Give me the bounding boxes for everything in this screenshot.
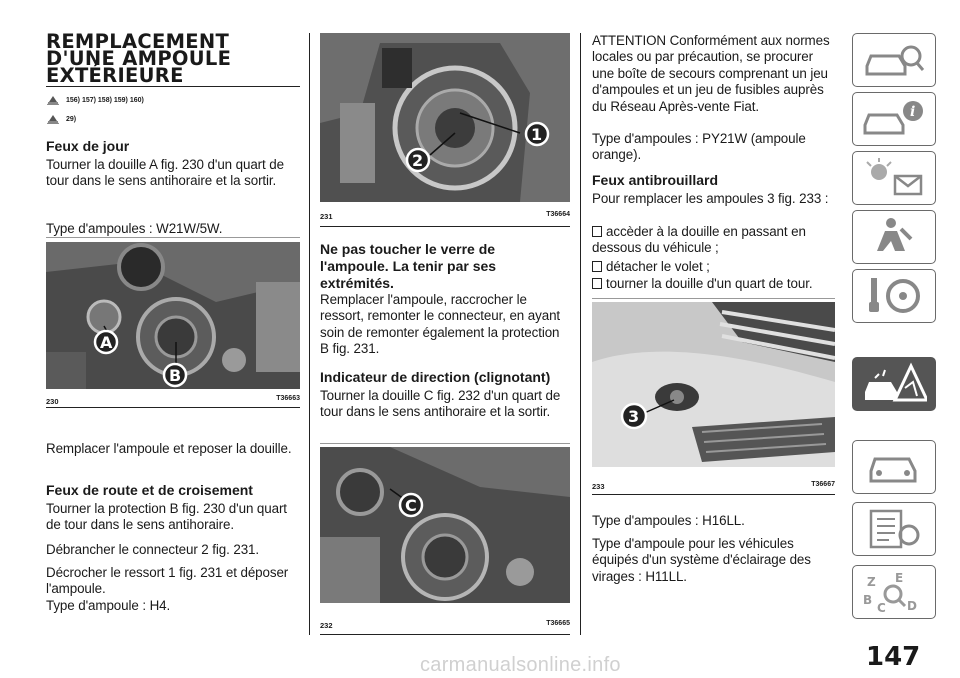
tab-starting-driving[interactable] (852, 269, 936, 323)
para-feux-de-jour: Tourner la douille A fig. 230 d'un quart… (46, 157, 284, 189)
fig230-bottom-rule (46, 407, 300, 408)
tab-warning-lights[interactable] (852, 151, 936, 205)
svg-text:i: i (910, 104, 915, 120)
para-clignotant: Tourner la douille C fig. 232 d'un quart… (320, 388, 561, 420)
heading-clignotant: Indicateur de direction (clignotant) (320, 369, 551, 385)
para-h11: Type d'ampoule pour les véhicules équipé… (592, 536, 811, 584)
svg-text:D: D (907, 599, 917, 613)
technical-data-icon (869, 509, 920, 549)
tab-index[interactable]: Z E B C D (852, 565, 936, 619)
fig233-label-3: 3 (628, 407, 639, 426)
warning-refs: 29) (46, 113, 76, 125)
tab-maintenance[interactable] (852, 440, 936, 494)
para-route-3: Décrocher le ressort 1 fig. 231 et dépos… (46, 565, 289, 597)
title-line-1: REMPLACEMENT (46, 30, 230, 53)
fig232-bottom-rule (320, 634, 570, 635)
fig233-bottom-rule (592, 494, 835, 495)
checkbox-bullet-icon (592, 261, 602, 272)
seat-airbag-icon (877, 218, 913, 251)
para-h16: Type d'ampoules : H16LL. (592, 513, 745, 528)
svg-text:Z: Z (867, 575, 876, 589)
notes-refs: 156) 157) 158) 159) 160) (46, 94, 144, 106)
para-antibrouillard: Pour remplacer les ampoules 3 fig. 233 : (592, 191, 829, 206)
fig231-ref: T36664 (546, 211, 570, 218)
tab-vehicle-knowledge[interactable] (852, 33, 936, 87)
checkbox-bullet-icon (592, 278, 602, 289)
car-info-icon: i (863, 101, 923, 135)
svg-text:E: E (895, 571, 903, 585)
notes-refs-text: 156) 157) 158) 159) 160) (66, 96, 144, 104)
para-attention: ATTENTION Conformément aux normes locale… (592, 33, 830, 114)
fig230-ref: T36663 (276, 395, 300, 402)
para-replace: Remplacer l'ampoule et reposer la douill… (46, 441, 292, 456)
column-divider-2 (580, 33, 581, 635)
fig230-top-rule (46, 237, 300, 238)
page-number: 147 (866, 642, 921, 672)
column-divider-1 (309, 33, 310, 635)
notes-icon (47, 96, 59, 105)
figure-232-image: C (320, 447, 570, 603)
fig231-bottom-rule (320, 226, 570, 227)
title-line-3: EXTÉRIEURE (46, 64, 184, 87)
fig231-number: 231 (320, 212, 333, 221)
section-title: REMPLACEMENT D'UNE AMPOULE EXTÉRIEURE (46, 30, 300, 87)
step-3-text: tourner la douille d'un quart de tour. (606, 276, 813, 291)
tab-in-emergency[interactable] (852, 357, 936, 411)
svg-text:C: C (877, 601, 886, 614)
fig232-top-rule (320, 443, 570, 444)
warning-refs-text: 29) (66, 115, 77, 123)
step-2: détacher le volet ; (592, 259, 835, 275)
fig230-label-b: B (169, 366, 181, 385)
fig233-number: 233 (592, 482, 605, 491)
fig232-number: 232 (320, 621, 333, 630)
step-3: tourner la douille d'un quart de tour. (592, 276, 835, 292)
heading-feux-de-route: Feux de route et de croisement (46, 482, 253, 498)
fig231-label-1: 1 (531, 125, 542, 144)
warning-icon (47, 115, 59, 124)
checkbox-bullet-icon (592, 226, 602, 237)
fig232-ref: T36665 (546, 620, 570, 627)
step-1: accèder à la douille en passant en desso… (592, 224, 835, 257)
svg-text:B: B (863, 593, 872, 607)
figure-231-image: 1 2 (320, 33, 570, 202)
figure-230-image: A B (46, 242, 300, 389)
tab-technical-data[interactable] (852, 502, 936, 556)
para-route-2: Débrancher le connecteur 2 fig. 231. (46, 542, 260, 557)
tab-safety[interactable] (852, 210, 936, 264)
fig233-top-rule (592, 298, 835, 299)
fig230-number: 230 (46, 397, 59, 406)
fig233-ref: T36667 (811, 481, 835, 488)
step-2-text: détacher le volet ; (606, 259, 710, 274)
para-route-1: Tourner la protection B fig. 230 d'un qu… (46, 501, 287, 533)
fig232-label-c: C (405, 496, 417, 515)
fig230-label-a: A (100, 333, 113, 352)
index-search-icon: Z E B C D (863, 571, 917, 614)
car-maintenance-icon (869, 457, 917, 483)
fig231-label-2: 2 (412, 151, 423, 170)
figure-233-image: 3 (592, 302, 835, 467)
watermark: carmanualsonline.info (420, 654, 621, 676)
heading-feux-de-jour: Feux de jour (46, 138, 130, 154)
para-type-jour: Type d'ampoules : W21W/5W. (46, 221, 223, 236)
heading-antibrouillard: Feux antibrouillard (592, 172, 719, 188)
car-search-icon (865, 45, 925, 76)
tab-dashboard[interactable]: i (852, 92, 936, 146)
para-warning: Remplacer l'ampoule, raccrocher le resso… (320, 292, 561, 357)
warning-lights-icon (866, 158, 923, 196)
para-route-4: Type d'ampoule : H4. (46, 598, 171, 613)
title-rule (46, 86, 300, 87)
step-1-text: accèder à la douille en passant en desso… (592, 224, 806, 256)
key-steering-icon (869, 278, 920, 313)
heading-warning: Ne pas toucher le verre de l'ampoule. La… (320, 241, 497, 291)
breakdown-warning-icon (865, 362, 927, 402)
title-line-2: D'UNE AMPOULE (46, 47, 232, 70)
para-type-clignotant: Type d'ampoules : PY21W (ampoule orange)… (592, 131, 806, 163)
